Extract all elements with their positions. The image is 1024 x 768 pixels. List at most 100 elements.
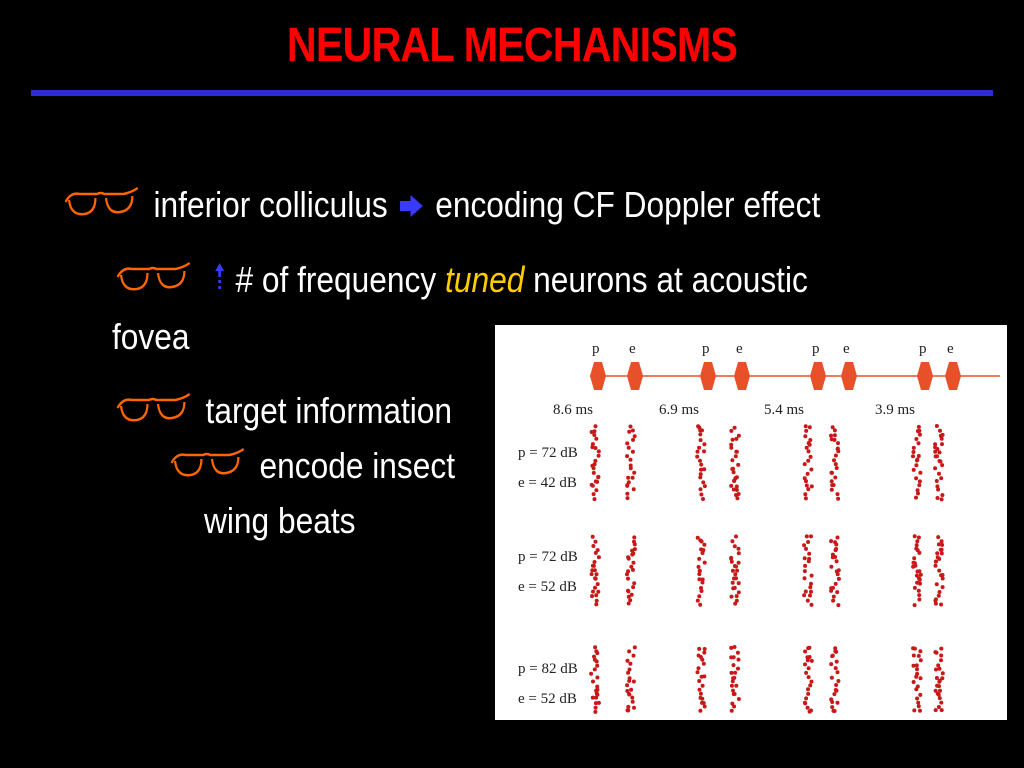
spike-dot <box>698 487 703 492</box>
spike-dot <box>911 653 916 658</box>
spike-dot <box>631 679 636 684</box>
spike-dot <box>940 493 945 498</box>
spike-dot <box>832 437 837 442</box>
spike-dot <box>729 555 734 560</box>
spike-dot <box>915 539 920 544</box>
bullet-target-information: target information <box>114 390 452 435</box>
spike-dot <box>625 491 630 496</box>
spike-dot <box>809 467 814 472</box>
spike-dot <box>626 445 631 450</box>
spike-dot <box>916 454 921 458</box>
spike-dot <box>696 666 701 671</box>
echo-intensity-label: e = 52 dB <box>518 579 577 595</box>
spike-dot <box>732 478 737 483</box>
spike-dot <box>628 463 633 468</box>
pulse-intensity-label: p = 82 dB <box>518 661 578 677</box>
spike-dot <box>914 543 919 548</box>
spike-dot <box>802 576 807 581</box>
spike-dot <box>939 476 944 481</box>
spike-dot <box>829 470 834 475</box>
spike-dot <box>809 581 813 586</box>
spike-dot <box>628 424 633 429</box>
spike-dot <box>732 692 737 696</box>
spike-dot <box>936 593 941 598</box>
spike-dot <box>697 646 702 651</box>
spike-dot <box>831 598 836 603</box>
spike-dot <box>734 488 739 492</box>
glasses-icon <box>62 186 141 229</box>
spike-dot <box>934 676 939 680</box>
bullet-text-a: # of frequency <box>235 259 437 300</box>
spike-dot <box>626 576 630 581</box>
spike-dot <box>627 692 632 697</box>
bullet-continuation: fovea <box>112 316 190 357</box>
spike-dot <box>591 466 596 471</box>
spike-dot <box>632 645 637 650</box>
spike-dot <box>625 658 630 663</box>
spike-dot <box>938 459 943 464</box>
spike-dot <box>808 683 813 688</box>
spike-dot <box>833 453 838 458</box>
spike-dot <box>594 593 599 598</box>
spike-dot <box>698 432 703 437</box>
spike-dot <box>934 582 939 587</box>
spike-dot <box>935 484 940 489</box>
spike-dot <box>592 433 597 437</box>
spike-dot <box>936 705 941 709</box>
bullet-text: target information <box>205 390 453 431</box>
spike-dot <box>626 555 631 560</box>
spike-dot <box>729 594 734 599</box>
spike-dot <box>625 572 629 577</box>
spike-dot <box>939 551 944 556</box>
spike-dot <box>589 430 594 434</box>
spike-dot <box>803 424 808 429</box>
spike-dot <box>701 480 706 485</box>
spike-dot <box>809 589 813 594</box>
spike-dot <box>912 556 917 561</box>
spike-dot <box>916 653 921 658</box>
spike-dot <box>939 646 944 651</box>
spike-dot <box>917 593 922 598</box>
spike-dot <box>933 466 938 471</box>
spike-dot <box>833 646 838 651</box>
spike-dot <box>695 598 700 603</box>
spike-dot <box>626 589 631 594</box>
spike-dot <box>628 466 633 471</box>
spike-dot <box>833 462 838 467</box>
spike-dot <box>915 696 920 701</box>
spike-dot <box>735 568 740 573</box>
spike-dot <box>830 705 835 710</box>
spike-dot <box>731 663 736 668</box>
echo-shape <box>734 362 750 390</box>
spike-dot <box>836 576 841 581</box>
bullet-text: encode insect <box>259 445 456 486</box>
spike-dot <box>736 551 741 556</box>
spike-dot <box>594 598 599 603</box>
spike-dot <box>632 705 636 710</box>
spike-dot <box>630 567 635 572</box>
emphasis-tuned: tuned <box>445 259 525 300</box>
spike-dot <box>918 708 922 713</box>
spike-dot <box>592 497 597 502</box>
spike-dot <box>938 433 943 438</box>
spike-dot <box>918 581 922 586</box>
echo-shape <box>627 362 643 390</box>
spike-dot <box>936 542 941 547</box>
spike-dot <box>804 696 809 701</box>
spike-dot <box>916 535 921 540</box>
spike-dot <box>914 573 919 578</box>
spike-dot <box>939 708 944 713</box>
spike-dot <box>940 463 945 468</box>
spike-dot <box>917 432 922 437</box>
spike-dot <box>732 645 737 649</box>
spike-dot <box>595 548 600 553</box>
spike-dot <box>914 437 919 441</box>
spike-dot <box>809 658 814 663</box>
spike-dot <box>730 701 735 706</box>
spike-dot <box>912 603 917 608</box>
spike-dot <box>590 563 595 568</box>
spike-dot <box>918 649 923 654</box>
bullet-continuation: wing beats <box>204 500 356 541</box>
pulse-label: p <box>592 341 600 357</box>
